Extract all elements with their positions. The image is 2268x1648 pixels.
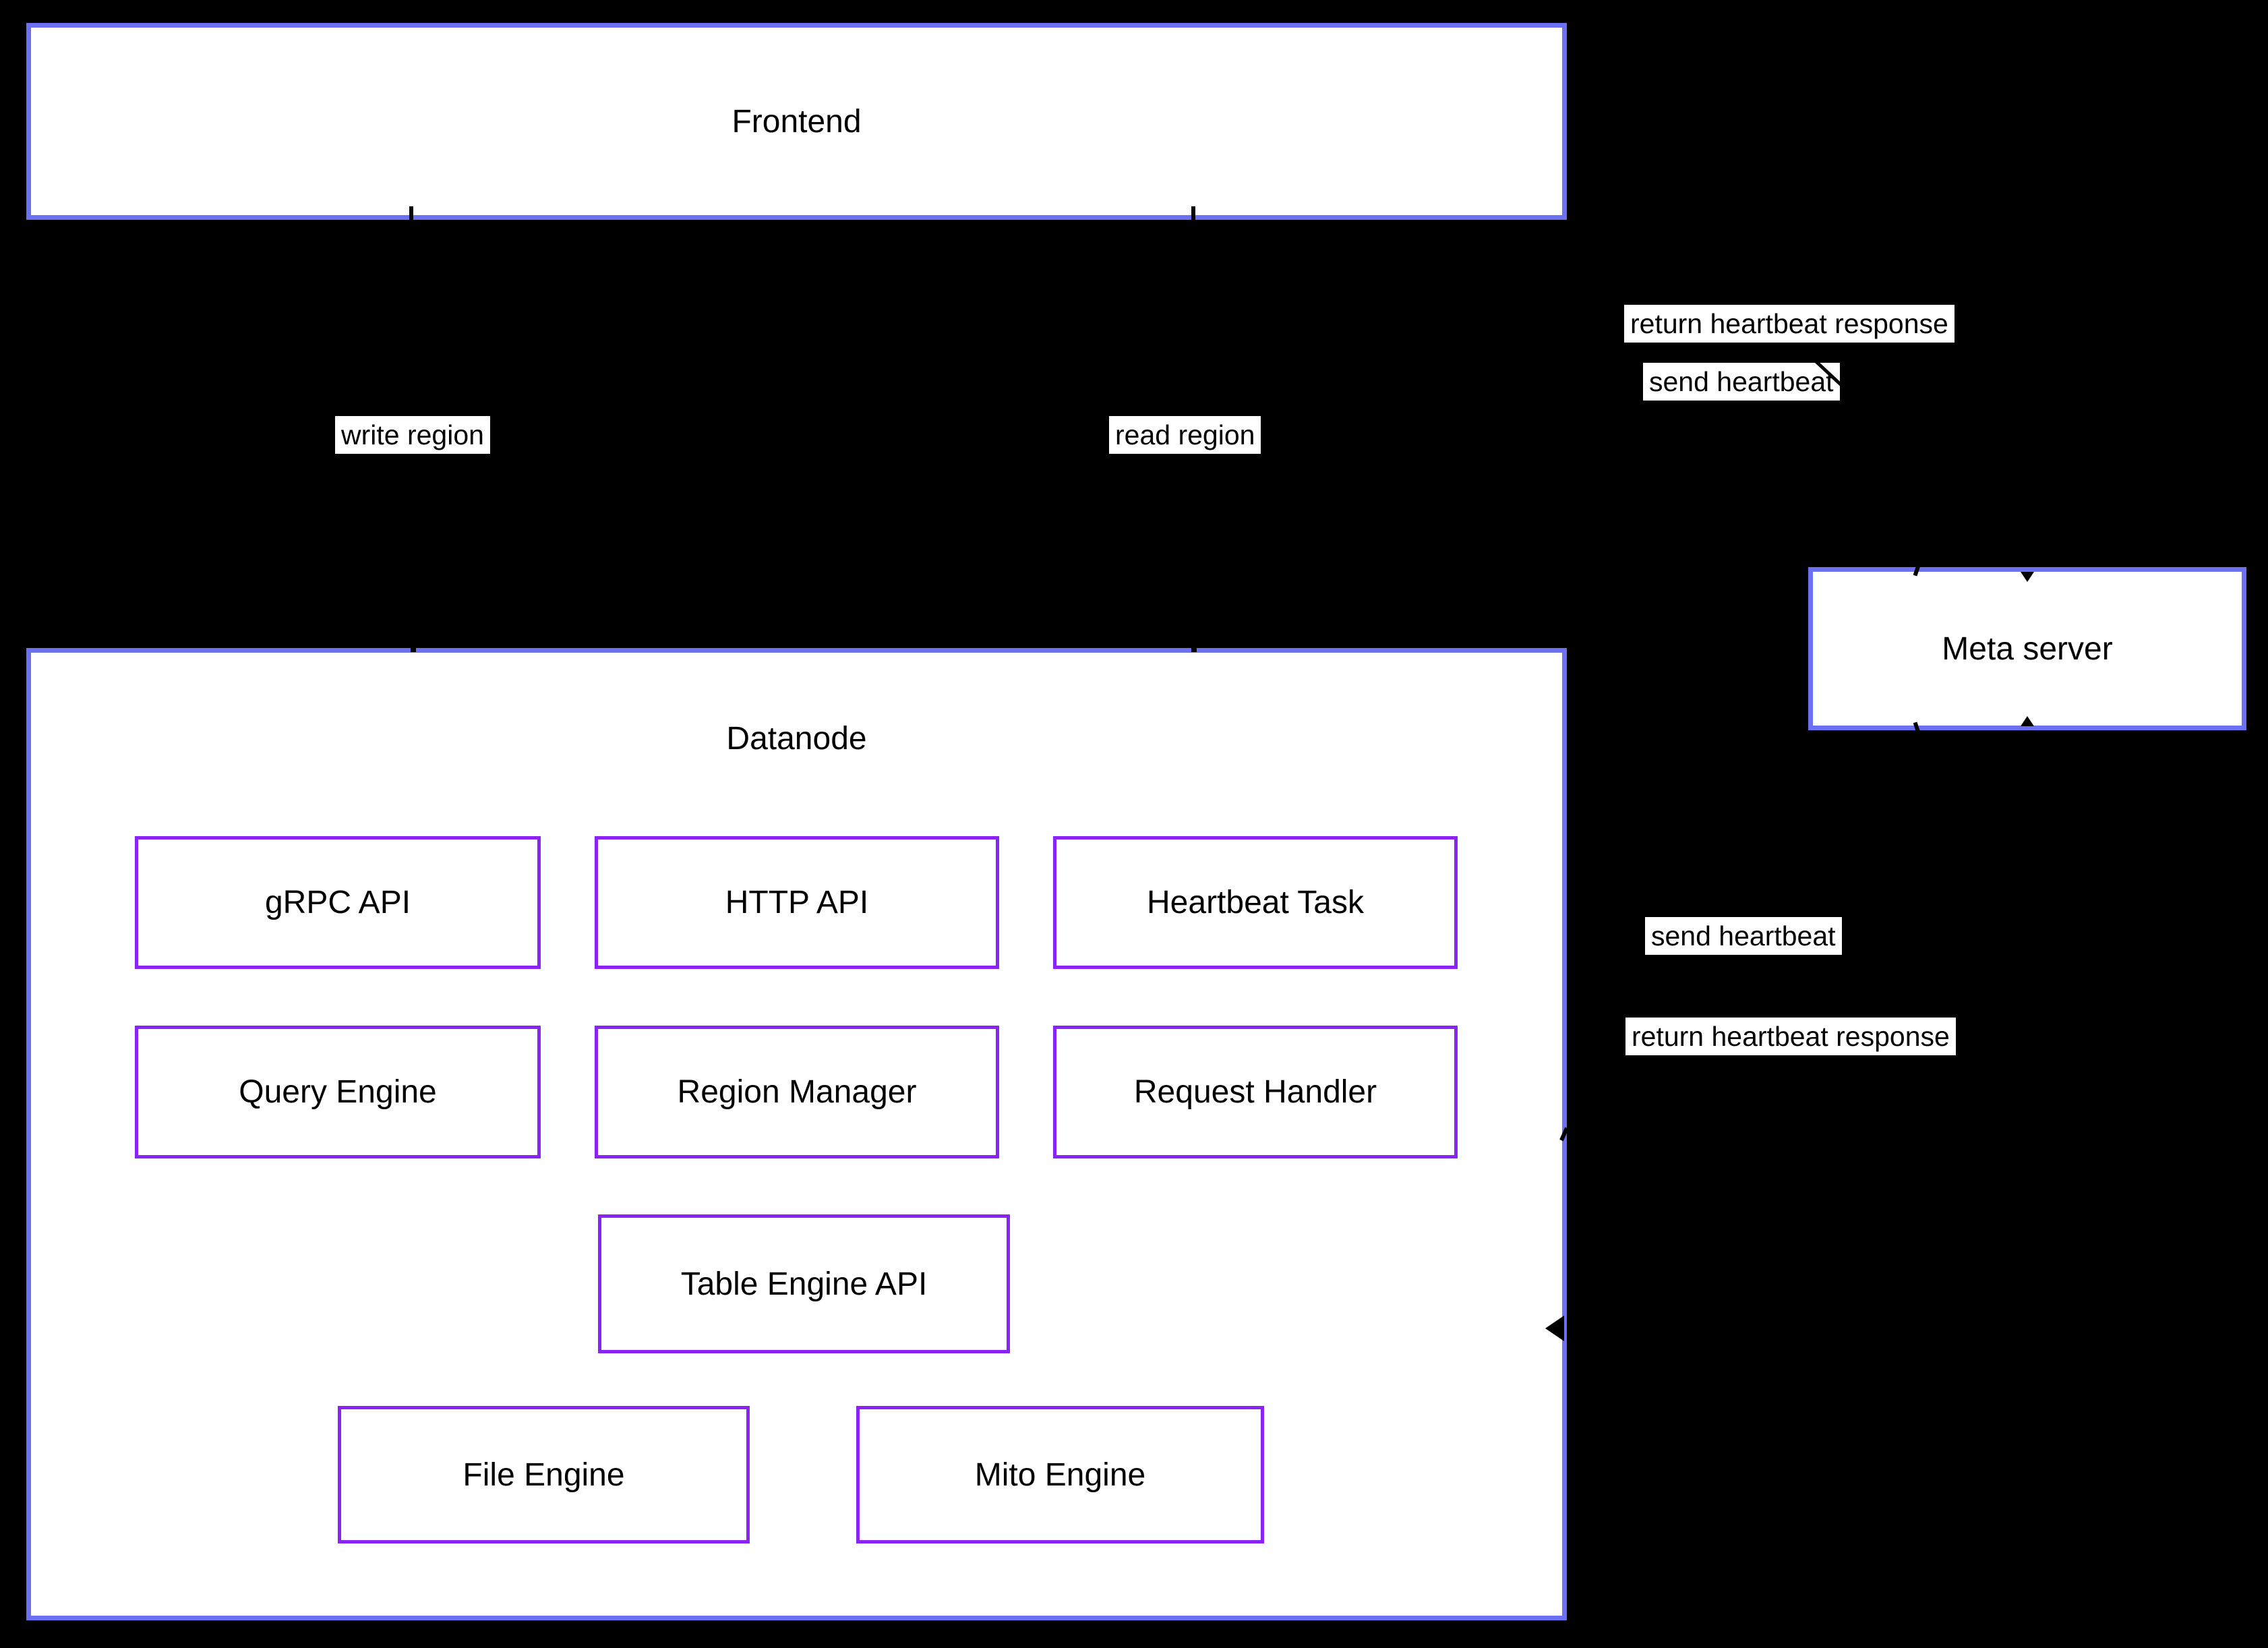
grpc-api-node: gRPC API [135,836,541,969]
edge-label-read-region: read region [1109,416,1261,454]
edge-label-return-heartbeat-bottom: return heartbeat response [1625,1018,1956,1056]
file-engine-label: File Engine [462,1456,625,1493]
frontend-label: Frontend [732,103,862,140]
http-api-label: HTTP API [725,885,869,920]
file-engine-node: File Engine [338,1406,750,1543]
edge-line-stub [1191,206,1195,220]
grpc-api-label: gRPC API [264,885,411,920]
http-api-node: HTTP API [595,836,999,969]
query-engine-node: Query Engine [135,1026,541,1158]
arrowhead-into-meta-top [2021,572,2034,582]
meta-server-node: Meta server [1808,567,2246,730]
edge-line-stub [411,647,416,652]
edge-label-send-heartbeat-bottom: send heartbeat [1645,917,1842,955]
edge-label-return-heartbeat-top: return heartbeat response [1624,305,1954,343]
arrowhead-into-meta-bottom [2021,716,2034,726]
edge-label-write-region: write region [335,416,490,454]
heartbeat-task-label: Heartbeat Task [1147,885,1364,920]
meta-server-label: Meta server [1942,630,2113,667]
datanode-label: Datanode [726,721,867,757]
mito-engine-node: Mito Engine [856,1406,1264,1543]
edge-line-stub [409,206,413,220]
table-engine-api-node: Table Engine API [598,1214,1010,1353]
edge-label-send-heartbeat-top: send heartbeat [1643,363,1840,401]
mito-engine-label: Mito Engine [974,1456,1146,1493]
datanode-cluster: Datanode gRPC API HTTP API Heartbeat Tas… [26,648,1567,1620]
request-handler-node: Request Handler [1053,1026,1458,1158]
edge-line-stub [1191,647,1197,652]
region-manager-node: Region Manager [595,1026,999,1158]
frontend-node: Frontend [26,23,1567,220]
heartbeat-task-node: Heartbeat Task [1053,836,1458,969]
region-manager-label: Region Manager [677,1074,917,1110]
arrowhead-into-datanode-right [1545,1316,1564,1341]
request-handler-label: Request Handler [1133,1074,1377,1110]
query-engine-label: Query Engine [239,1074,437,1110]
table-engine-api-label: Table Engine API [680,1266,928,1302]
